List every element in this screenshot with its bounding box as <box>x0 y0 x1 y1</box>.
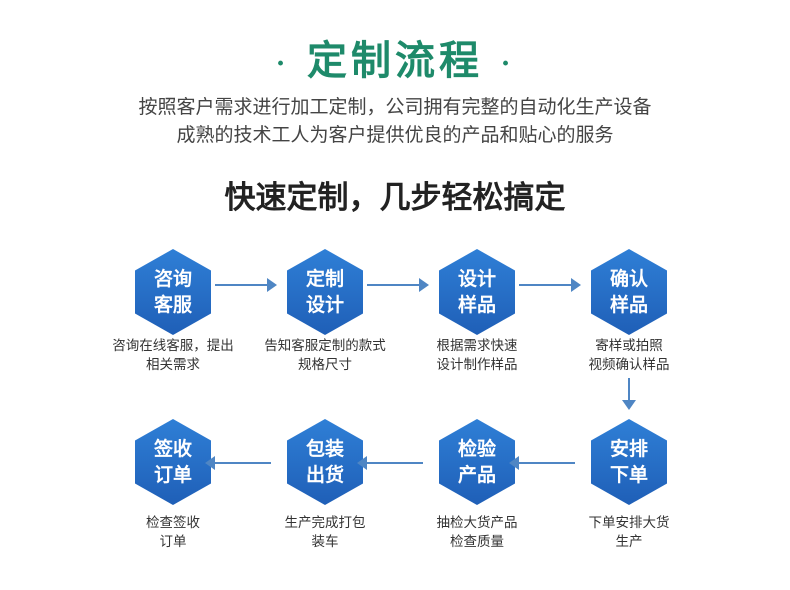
caption-line: 装车 <box>311 534 339 550</box>
step-hex-inspect-product: 检验 产品 <box>439 419 515 505</box>
description: 按照客户需求进行加工定制，公司拥有完整的自动化生产设备 成熟的技术工人为客户提供… <box>0 93 790 149</box>
caption-line: 视频确认样品 <box>588 357 670 373</box>
caption-line: 抽检大货产品 <box>436 515 518 531</box>
arrow-down <box>622 378 636 410</box>
step-label: 出货 <box>305 464 344 486</box>
step-caption: 抽检大货产品 检查质量 <box>397 514 557 552</box>
step-hex-sign-order: 签收 订单 <box>135 419 211 505</box>
caption-line: 根据需求快速 <box>436 338 518 354</box>
step-label: 安排 <box>609 438 648 460</box>
step-label: 检验 <box>457 438 496 460</box>
caption-line: 检查质量 <box>450 534 504 550</box>
step-caption: 生产完成打包 装车 <box>245 514 405 552</box>
subtitle: 快速定制，几步轻松搞定 <box>224 180 566 216</box>
caption-line: 设计制作样品 <box>436 357 518 373</box>
step-caption: 下单安排大货 生产 <box>549 514 709 552</box>
step-label: 样品 <box>609 294 648 316</box>
step-label: 签收 <box>153 438 192 460</box>
step-caption: 告知客服定制的款式 规格尺寸 <box>245 337 405 375</box>
step-hex-pack-ship: 包装 出货 <box>287 419 363 505</box>
step-label: 包装 <box>305 438 344 460</box>
page-title: · 定制流程 · <box>0 28 790 86</box>
caption-line: 咨询在线客服，提出 <box>112 338 234 354</box>
caption-line: 告知客服定制的款式 <box>264 338 386 354</box>
arrow-left-2 <box>357 456 423 470</box>
arrow-left-3 <box>509 456 575 470</box>
step-label: 咨询 <box>153 268 192 290</box>
caption-line: 生产 <box>615 534 643 550</box>
caption-line: 订单 <box>159 534 187 550</box>
caption-line: 生产完成打包 <box>284 515 366 531</box>
step-label: 产品 <box>457 464 496 486</box>
arrow-left-1 <box>205 456 271 470</box>
step-label: 客服 <box>153 294 192 316</box>
step-label: 确认 <box>609 268 648 290</box>
step-label: 设计 <box>305 294 344 316</box>
step-label: 下单 <box>609 464 648 486</box>
arrow-right-2 <box>367 278 429 292</box>
title-dot-right: · <box>501 49 515 79</box>
title-dot-left: · <box>275 49 289 79</box>
step-label: 定制 <box>305 268 344 290</box>
step-hex-place-order: 安排 下单 <box>591 419 667 505</box>
step-label: 订单 <box>153 464 192 486</box>
caption-line: 下单安排大货 <box>588 515 670 531</box>
step-caption: 咨询在线客服，提出 相关需求 <box>93 337 253 375</box>
step-label: 设计 <box>457 268 496 290</box>
step-hex-custom-design: 定制 设计 <box>287 249 363 335</box>
step-hex-consult: 咨询 客服 <box>135 249 211 335</box>
step-hex-confirm-sample: 确认 样品 <box>591 249 667 335</box>
description-line-1: 按照客户需求进行加工定制，公司拥有完整的自动化生产设备 <box>138 96 652 118</box>
step-label: 样品 <box>457 294 496 316</box>
step-caption: 根据需求快速 设计制作样品 <box>397 337 557 375</box>
step-hex-design-sample: 设计 样品 <box>439 249 515 335</box>
description-line-2: 成熟的技术工人为客户提供优良的产品和贴心的服务 <box>176 124 614 146</box>
step-caption: 检查签收 订单 <box>93 514 253 552</box>
caption-line: 检查签收 <box>146 515 200 531</box>
caption-line: 相关需求 <box>146 357 200 373</box>
step-caption: 寄样或拍照 视频确认样品 <box>549 337 709 375</box>
caption-line: 规格尺寸 <box>298 357 352 373</box>
arrow-right-3 <box>519 278 581 292</box>
arrow-right-1 <box>215 278 277 292</box>
caption-line: 寄样或拍照 <box>595 338 663 354</box>
title-text: 定制流程 <box>307 37 483 84</box>
